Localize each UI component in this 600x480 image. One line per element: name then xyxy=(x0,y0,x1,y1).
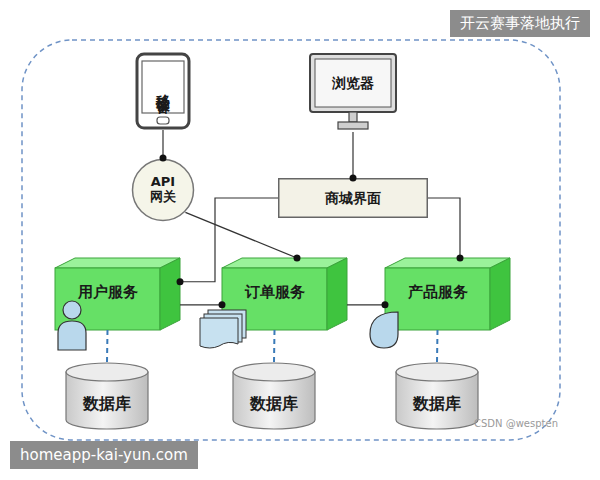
ui-box: 商城界面 xyxy=(278,178,428,218)
connector xyxy=(347,304,385,305)
browser-monitor-outline xyxy=(308,52,398,132)
connector-dot xyxy=(177,278,184,285)
text-area: 用户服务 xyxy=(55,268,160,318)
service-box: 订单服务 xyxy=(222,258,347,330)
text-area: 数据库 xyxy=(395,382,479,426)
text-area: 商城界面 xyxy=(278,178,428,218)
text-area: 浏览器 xyxy=(315,59,391,107)
connector-line xyxy=(185,212,297,258)
node-text: 订单服务 xyxy=(245,284,305,301)
connector-line xyxy=(436,330,439,362)
connector xyxy=(180,198,278,282)
connector-line xyxy=(180,304,222,305)
database-cylinder: 数据库 xyxy=(232,362,316,432)
node-text: 用户服务 xyxy=(78,284,138,301)
node-text: 移动设备 xyxy=(155,71,171,103)
drop-icon xyxy=(370,312,398,348)
connector-dot xyxy=(160,155,167,162)
text-area: 数据库 xyxy=(65,382,149,426)
text-area: 产品服务 xyxy=(385,268,490,318)
node-text: 数据库 xyxy=(250,395,298,413)
connector-line xyxy=(352,132,353,178)
gateway-circle: API网关 xyxy=(131,158,195,222)
person-icon xyxy=(58,301,86,350)
connector xyxy=(180,304,222,305)
connector xyxy=(163,130,164,158)
node-text: 数据库 xyxy=(83,395,131,413)
credit-note: CSDN @wespten xyxy=(474,418,558,429)
node-text: 产品服务 xyxy=(408,284,468,301)
text-area: 订单服务 xyxy=(222,268,327,318)
connector xyxy=(185,212,297,258)
connector-dot xyxy=(457,255,464,262)
dashed-link xyxy=(274,330,276,362)
connector-dot xyxy=(294,255,301,262)
service-box: 产品服务 xyxy=(385,258,510,330)
browser-monitor: 浏览器 xyxy=(308,52,398,132)
text-area: 移动设备 xyxy=(142,61,184,113)
dashed-link xyxy=(107,330,109,362)
node-text: 商城界面 xyxy=(325,190,381,206)
text-area: API网关 xyxy=(147,162,179,218)
database-cylinder: 数据库 xyxy=(65,362,149,432)
dashed-border xyxy=(22,40,560,440)
connector-line xyxy=(273,330,276,362)
document-stack-icon xyxy=(200,310,246,348)
mobile-device: 移动设备 xyxy=(135,52,191,130)
node-text: API网关 xyxy=(147,175,179,205)
node-text: 浏览器 xyxy=(332,75,374,91)
connector-dot xyxy=(350,175,357,182)
connector-dot xyxy=(382,301,389,308)
connector-line xyxy=(428,198,460,258)
text-area: 数据库 xyxy=(232,382,316,426)
watermark: 开云赛事落地执行 xyxy=(450,10,590,37)
connector-line xyxy=(180,198,278,282)
service-box: 用户服务 xyxy=(55,258,180,330)
connector-line xyxy=(162,130,163,158)
connector-line xyxy=(347,304,385,305)
connector-line xyxy=(106,330,109,362)
watermark: homeapp-kai-yun.com xyxy=(10,441,198,469)
database-cylinder: 数据库 xyxy=(395,362,479,432)
connector xyxy=(428,198,460,258)
connector-dot xyxy=(219,301,226,308)
connector xyxy=(353,132,354,178)
node-text: 数据库 xyxy=(413,395,461,413)
dashed-link xyxy=(437,330,439,362)
